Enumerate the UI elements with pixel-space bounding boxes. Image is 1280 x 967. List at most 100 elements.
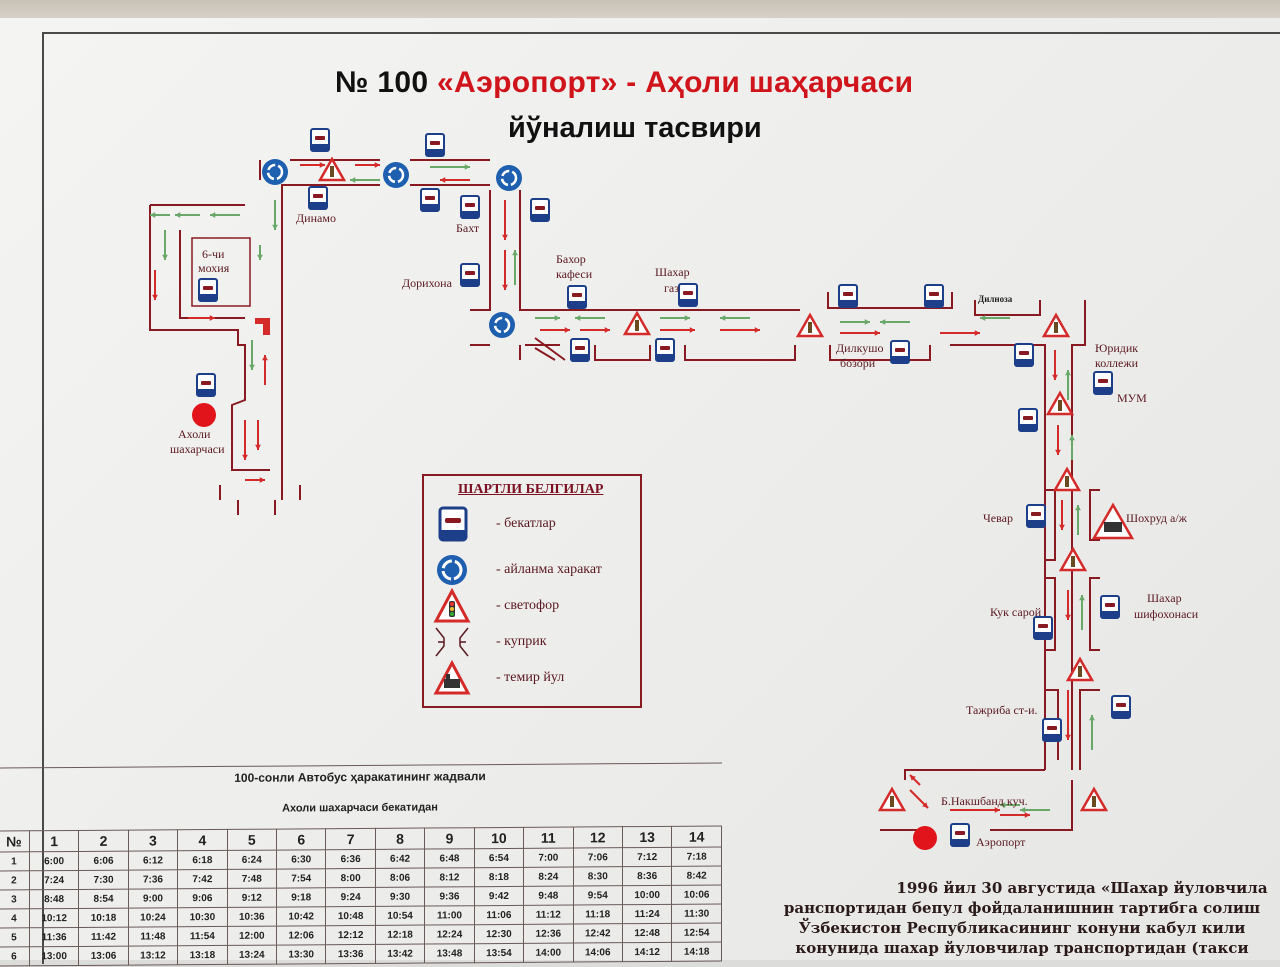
arrow-head [319, 162, 325, 168]
table-cell: 6:42 [375, 849, 425, 869]
bus-glyph [572, 293, 582, 297]
table-cell: 9:06 [177, 888, 228, 908]
table-cell: 8:30 [573, 866, 623, 887]
bus-stop-icon [924, 284, 944, 308]
arrow-head [910, 775, 916, 781]
bus-glyph [425, 196, 435, 200]
traffic-light-icon [1052, 466, 1082, 492]
arrow-head [874, 330, 880, 336]
table-cell: 5 [0, 927, 30, 948]
table-cell: 6:54 [474, 848, 524, 868]
direction-arrow [152, 270, 158, 300]
table-row: Ахоли шахарчаси бекатидан [0, 785, 722, 831]
direction-arrow [1069, 435, 1075, 460]
bus-stop-icon [950, 823, 970, 847]
stop-label: кафеси [556, 267, 593, 281]
table-cell: 8 [375, 828, 425, 850]
table-cell: 10:48 [325, 906, 376, 926]
table-cell: 12:54 [671, 922, 722, 943]
table-cell: 8:18 [474, 867, 524, 887]
roundabout-disc [496, 165, 522, 191]
light-body [1054, 322, 1058, 333]
railway-icon [1091, 502, 1135, 540]
direction-arrow [350, 177, 380, 183]
table-cell: 12:00 [227, 926, 277, 946]
table-cell: 11:24 [622, 904, 672, 924]
arrow-head [974, 330, 980, 336]
table-cell: 13:06 [78, 946, 129, 966]
direction-arrow [909, 774, 921, 786]
stop-sign-band [656, 354, 674, 361]
stop-sign-band [951, 839, 969, 846]
arrow-head [440, 177, 446, 183]
arrow-head [209, 315, 215, 321]
stop-label: шахарчаси [170, 442, 225, 456]
arrow-head [1089, 715, 1095, 721]
arrow-head [684, 315, 690, 321]
stop-sign-band [839, 300, 857, 307]
stop-label: 6-чи [202, 247, 225, 261]
table-cell: 11:36 [29, 927, 79, 947]
stop-sign-band [925, 300, 943, 307]
bus-stop-icon [838, 284, 858, 308]
direction-arrow [242, 420, 248, 460]
bus-glyph [660, 346, 670, 350]
arrow-head [575, 315, 581, 321]
direction-arrow [440, 177, 470, 183]
traffic-light-icon [1045, 390, 1075, 416]
terminal-stop-icon [913, 826, 937, 850]
stop-label: Юридик [1095, 341, 1138, 355]
stop-label: Тажриба ст-и. [966, 703, 1038, 717]
bus-glyph [535, 206, 545, 210]
bus-stop-icon [310, 128, 330, 152]
table-cell: 10:30 [177, 907, 228, 927]
table-cell: 7:18 [671, 846, 722, 867]
direction-arrow [980, 315, 1010, 321]
direction-arrow [245, 477, 265, 483]
table-cell: 11:00 [424, 905, 475, 926]
table-cell: Ахоли шахарчаси бекатидан [282, 801, 438, 815]
table-cell: 8:06 [375, 868, 425, 888]
table-cell: 10:18 [78, 908, 129, 928]
road [594, 344, 1046, 770]
legend-box: ШАРТЛИ БЕЛГИЛАР - бекатлар - айланма хар… [422, 474, 642, 708]
direction-arrow [502, 200, 508, 240]
arrow-head [175, 212, 181, 218]
table-cell: 11:12 [523, 905, 574, 925]
direction-arrow [210, 212, 240, 218]
direction-arrow [950, 807, 1000, 813]
stop-label: Бахор [556, 252, 586, 266]
direction-arrow [150, 212, 170, 218]
table-cell: 2 [78, 830, 129, 852]
table-cell: 8:42 [671, 865, 722, 886]
law-notice: 1996 йил 30 августида «Шахар йуловчила р… [752, 878, 1280, 958]
arrow-head [922, 802, 928, 808]
legend-item-railway: - темир йул [432, 660, 564, 696]
arrow-head [1020, 807, 1026, 813]
terminal-stop-icon [192, 403, 216, 427]
arrow-head [255, 444, 261, 450]
direction-arrow [175, 212, 200, 218]
light-body [635, 320, 639, 331]
stop-label: мохия [198, 261, 230, 275]
table-cell: 9:54 [573, 885, 623, 906]
route-title: № 100 «Аэропорт» - Аҳоли шаҳарчаси [335, 66, 913, 100]
direction-arrow [512, 250, 518, 285]
light-body [1078, 666, 1082, 677]
arrow-head [1075, 505, 1081, 511]
table-cell: 7:42 [177, 869, 228, 889]
table-cell: 3 [128, 829, 178, 852]
route-endpoints: «Аэропорт» - Аҳоли шаҳарчаси [436, 66, 914, 99]
arrow-head [1024, 812, 1030, 818]
bus-glyph [313, 194, 323, 198]
direction-arrow [257, 245, 263, 260]
bus-glyph [201, 381, 211, 385]
bus-glyph [203, 286, 213, 290]
stop-sign-band [309, 202, 327, 209]
law-line: ранспортидан бепул фойдаланишнин тартибг… [783, 899, 1261, 917]
table-cell: 11:30 [671, 903, 722, 924]
table-cell: 11:54 [177, 926, 228, 946]
table-cell: 3 [0, 889, 30, 910]
table-cell: 6:30 [276, 849, 326, 870]
bus-glyph [1116, 703, 1126, 707]
